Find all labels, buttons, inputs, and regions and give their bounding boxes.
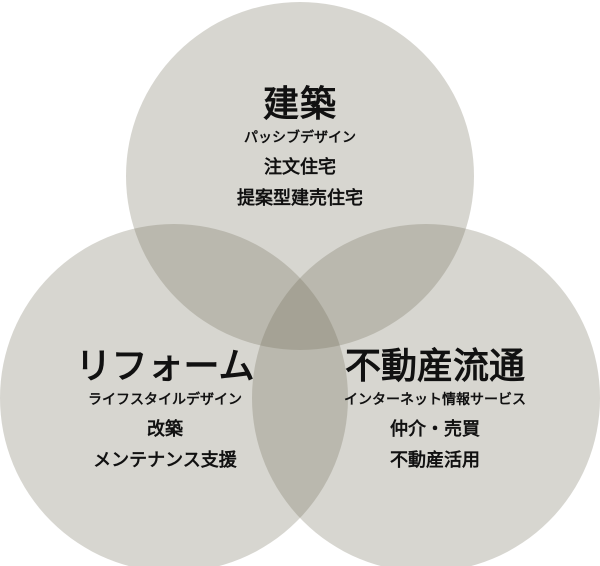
reform-item: メンテナンス支援 <box>93 450 237 472</box>
reform-subtitle: ライフスタイルデザイン <box>88 391 242 408</box>
architecture-subtitle: パッシブデザイン <box>244 129 356 146</box>
reform-title: リフォーム <box>75 346 255 387</box>
circle-reform <box>0 224 348 566</box>
reform-block: リフォーム ライフスタイルデザイン 改築 メンテナンス支援 <box>45 348 285 472</box>
real-estate-subtitle: インターネット情報サービス <box>344 391 526 408</box>
real-estate-title: 不動産流通 <box>344 346 525 387</box>
architecture-item: 提案型建売住宅 <box>237 188 363 210</box>
real-estate-item: 仲介・売買 <box>390 418 480 440</box>
architecture-block: 建築 パッシブデザイン 注文住宅 提案型建売住宅 <box>195 86 405 210</box>
circle-real-estate <box>252 224 600 566</box>
circle-architecture <box>126 2 474 350</box>
real-estate-block: 不動産流通 インターネット情報サービス 仲介・売買 不動産活用 <box>300 348 570 472</box>
real-estate-item: 不動産活用 <box>390 450 480 472</box>
architecture-item: 注文住宅 <box>264 156 336 178</box>
reform-item: 改築 <box>147 418 183 440</box>
architecture-title: 建築 <box>262 84 337 125</box>
